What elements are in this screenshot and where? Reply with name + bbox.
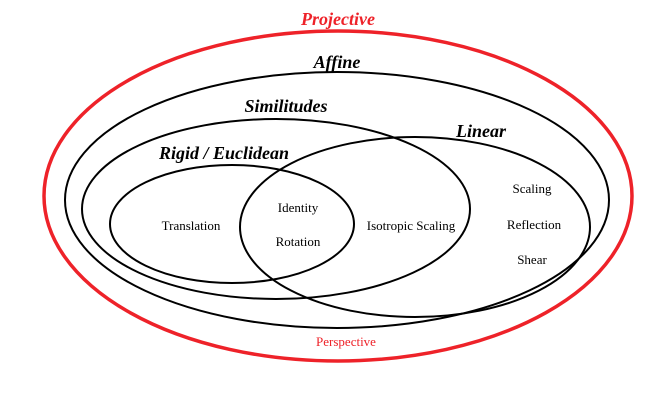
similitudes-ellipse [81,118,471,300]
projective-ellipse [42,29,634,363]
scaling-label: Scaling [513,181,552,196]
rigid-label: Rigid / Euclidean [158,143,289,163]
projective-label: Projective [300,9,375,29]
translation-label: Translation [162,218,221,233]
linear-label: Linear [455,121,507,141]
shear-label: Shear [517,252,547,267]
identity-label: Identity [278,200,319,215]
linear-ellipse [239,136,591,318]
rotation-label: Rotation [276,234,321,249]
affine-label: Affine [313,52,361,72]
affine-ellipse [64,71,610,329]
similitudes-label: Similitudes [244,96,327,116]
perspective-label: Perspective [316,334,376,349]
rigid-ellipse [109,164,355,284]
isotropic-scaling-label: Isotropic Scaling [367,218,456,233]
reflection-label: Reflection [507,217,562,232]
